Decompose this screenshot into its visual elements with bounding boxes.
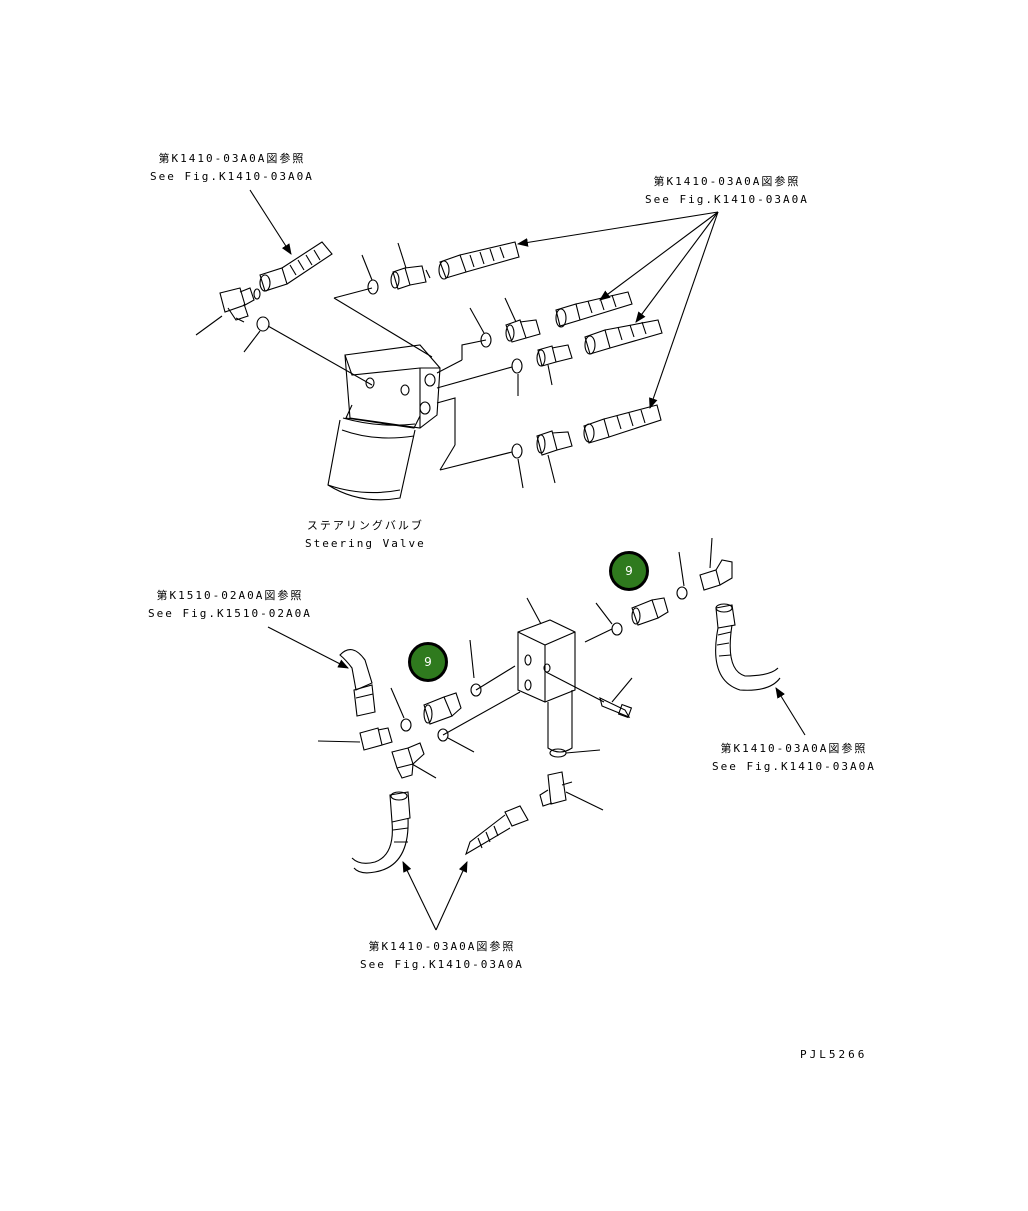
- bolt: [599, 677, 633, 719]
- reference-jp: 第K1410-03A0A図参照: [158, 152, 306, 165]
- hose-end-top-left: [259, 241, 333, 292]
- hose-left-lower: [351, 791, 411, 874]
- reference-jp: 第K1410-03A0A図参照: [368, 940, 516, 953]
- hose-right: [715, 603, 781, 691]
- hose-left-upper: [339, 649, 376, 717]
- o-ring: [511, 358, 523, 374]
- adapter-upper: [631, 597, 669, 626]
- reference-label-mid-left: 第K1510-02A0A図参照 See Fig.K1510-02A0A: [148, 587, 312, 623]
- elbow-left-2: [391, 742, 437, 779]
- steering-valve: [327, 344, 441, 501]
- reference-jp: 第K1410-03A0A図参照: [653, 175, 801, 188]
- reference-jp: 第K1510-02A0A図参照: [156, 589, 304, 602]
- o-ring: [437, 728, 449, 742]
- tee-fitting: [539, 771, 604, 811]
- o-ring: [256, 316, 270, 332]
- steering-valve-en: Steering Valve: [305, 537, 426, 550]
- drawing-code: PJL5266: [800, 1048, 868, 1061]
- o-ring: [367, 279, 379, 295]
- reference-label-bottom: 第K1410-03A0A図参照 See Fig.K1410-03A0A: [360, 938, 524, 974]
- reference-en: See Fig.K1410-03A0A: [712, 760, 876, 773]
- o-ring: [611, 622, 623, 636]
- hose-end: [438, 241, 520, 280]
- callout-badge[interactable]: 9: [609, 551, 649, 591]
- o-ring: [400, 718, 412, 732]
- hose-bottom-right: [465, 805, 529, 856]
- elbow-left: [317, 727, 393, 751]
- left-elbow-fitting: [195, 287, 261, 336]
- o-ring: [480, 332, 492, 348]
- reference-en: See Fig.K1410-03A0A: [150, 170, 314, 183]
- o-ring: [511, 443, 523, 459]
- callout-badge[interactable]: 9: [408, 642, 448, 682]
- o-ring: [549, 748, 567, 758]
- connector: [536, 344, 573, 367]
- hose-end: [583, 404, 662, 444]
- reference-jp: 第K1410-03A0A図参照: [720, 742, 868, 755]
- adapter-lower: [423, 692, 462, 725]
- connector: [390, 265, 431, 290]
- o-ring: [470, 683, 482, 697]
- reference-en: See Fig.K1510-02A0A: [148, 607, 312, 620]
- reference-label-mid-right: 第K1410-03A0A図参照 See Fig.K1410-03A0A: [712, 740, 876, 776]
- connector: [536, 430, 573, 456]
- connector: [505, 319, 541, 343]
- reference-en: See Fig.K1410-03A0A: [645, 193, 809, 206]
- hose-end: [555, 291, 633, 328]
- steering-valve-jp: ステアリングバルブ: [306, 519, 424, 532]
- hose-end: [584, 319, 663, 355]
- valve-block: [517, 619, 576, 753]
- reference-en: See Fig.K1410-03A0A: [360, 958, 524, 971]
- steering-valve-label: ステアリングバルブ Steering Valve: [305, 517, 426, 553]
- reference-label-top-right: 第K1410-03A0A図参照 See Fig.K1410-03A0A: [645, 173, 809, 209]
- o-ring: [676, 586, 688, 600]
- reference-label-top-left: 第K1410-03A0A図参照 See Fig.K1410-03A0A: [150, 150, 314, 186]
- elbow-upper-right: [699, 537, 733, 591]
